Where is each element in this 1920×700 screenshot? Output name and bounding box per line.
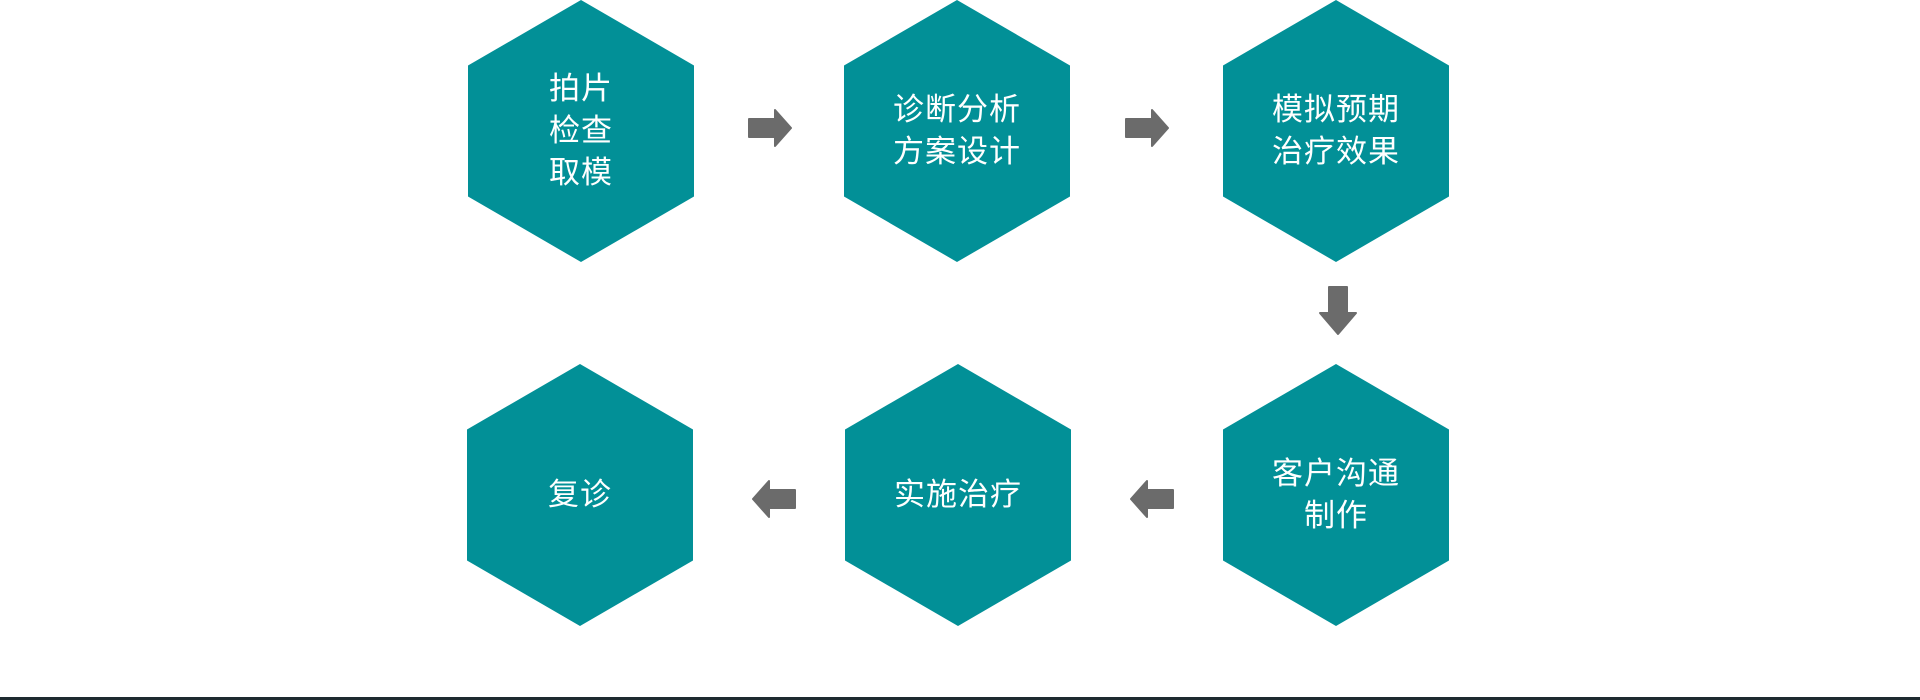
- step-hexagon-6: 复诊: [467, 364, 693, 626]
- step-label-3: 模拟预期 治疗效果: [1272, 89, 1400, 173]
- bottom-divider: [0, 697, 1920, 700]
- step-hexagon-2: 诊断分析 方案设计: [844, 0, 1070, 262]
- step-3-line-2: 治疗效果: [1272, 134, 1400, 170]
- arrow-left-icon: [1121, 469, 1181, 529]
- step-label-4: 客户沟通 制作: [1272, 453, 1400, 537]
- step-4-line-1: 客户沟通: [1272, 456, 1400, 492]
- step-hexagon-4: 客户沟通 制作: [1223, 364, 1449, 626]
- arrow-down-icon: [1308, 282, 1368, 342]
- arrow-down-icon-glyph: [1319, 286, 1357, 335]
- step-hexagon-5: 实施治疗: [845, 364, 1071, 626]
- arrow-right-icon: [1118, 98, 1178, 158]
- arrow-left-icon-glyph: [1130, 480, 1174, 518]
- step-4-line-2: 制作: [1304, 498, 1368, 534]
- step-3-line-1: 模拟预期: [1272, 92, 1400, 128]
- step-label-1: 拍片 检查 取模: [549, 68, 613, 194]
- arrow-left-icon-glyph: [752, 480, 796, 518]
- arrow-right-icon-glyph: [1125, 109, 1169, 147]
- step-2-line-2: 方案设计: [893, 134, 1021, 170]
- arrow-right-icon: [741, 98, 801, 158]
- arrow-right-icon-glyph: [748, 109, 792, 147]
- step-6-line-1: 复诊: [548, 477, 612, 513]
- step-1-line-3: 取模: [549, 155, 613, 191]
- step-5-line-1: 实施治疗: [894, 477, 1022, 513]
- step-hexagon-1: 拍片 检查 取模: [468, 0, 694, 262]
- step-2-line-1: 诊断分析: [893, 92, 1021, 128]
- step-label-2: 诊断分析 方案设计: [893, 89, 1021, 173]
- step-1-line-1: 拍片: [549, 71, 613, 107]
- step-hexagon-3: 模拟预期 治疗效果: [1223, 0, 1449, 262]
- step-1-line-2: 检查: [549, 113, 613, 149]
- step-label-6: 复诊: [548, 474, 612, 516]
- arrow-left-icon: [743, 469, 803, 529]
- step-label-5: 实施治疗: [894, 474, 1022, 516]
